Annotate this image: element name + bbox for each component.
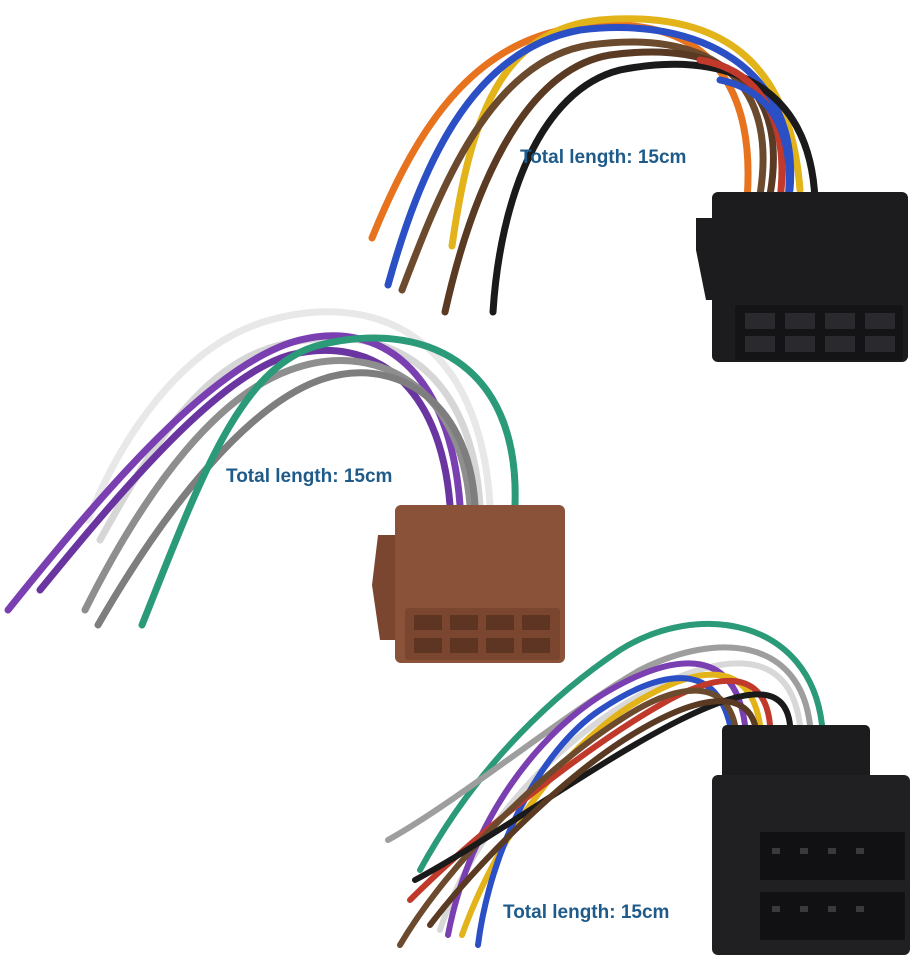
wire-white xyxy=(84,308,494,524)
middle-length-caption: Total length: 15cm xyxy=(226,466,393,487)
bottom-connector-face-upper xyxy=(760,832,905,880)
wire-red-b xyxy=(407,677,773,903)
middle-connector-latch xyxy=(372,535,398,640)
wire-brown-b-2 xyxy=(427,698,758,928)
bottom-length-caption: Total length: 15cm xyxy=(503,902,670,923)
wire-black xyxy=(489,60,819,316)
middle-harness-wires xyxy=(4,308,519,629)
bottom-harness-wires xyxy=(385,620,825,948)
bottom-connector-face-lower xyxy=(760,892,905,940)
wire-brown-b xyxy=(397,687,738,948)
wire-green xyxy=(138,334,519,629)
middle-connector-face xyxy=(405,608,560,660)
wire-gray-b xyxy=(385,644,813,843)
wire-black-b xyxy=(412,691,793,883)
top-connector-latch xyxy=(696,218,716,300)
top-harness-wires xyxy=(368,15,819,316)
top-length-caption: Total length: 15cm xyxy=(520,147,687,168)
wire-brown-2 xyxy=(441,48,777,316)
bottom-connector xyxy=(712,725,910,955)
wire-brown xyxy=(398,38,767,294)
top-connector-pins xyxy=(745,313,895,352)
middle-connector xyxy=(372,505,565,663)
wire-blue-2 xyxy=(716,76,793,204)
bottom-harness xyxy=(385,620,910,955)
top-harness xyxy=(368,15,908,362)
middle-connector-pins xyxy=(414,615,550,653)
top-connector xyxy=(696,192,908,362)
middle-harness xyxy=(4,308,565,663)
top-connector-face xyxy=(735,305,903,360)
bottom-connector-pins xyxy=(772,848,864,912)
wire-gray-2 xyxy=(94,369,479,629)
